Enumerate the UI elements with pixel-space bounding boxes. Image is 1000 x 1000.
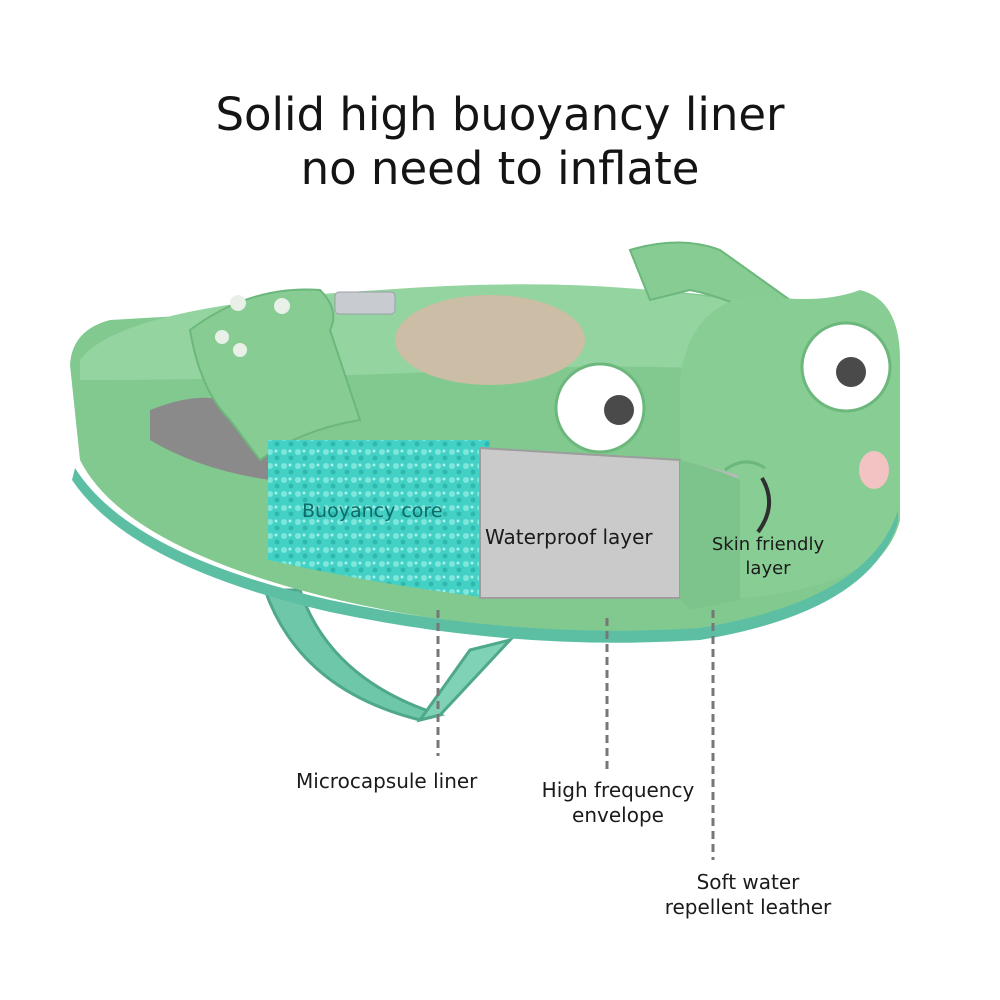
label-high-frequency-line-2: envelope — [572, 803, 664, 827]
label-skin-friendly: Skin friendly layer — [698, 533, 838, 581]
bottom-strap-right — [416, 637, 515, 723]
label-soft-water: Soft water repellent leather — [650, 870, 846, 920]
label-waterproof-layer: Waterproof layer — [485, 525, 653, 549]
label-soft-water-line-2: repellent leather — [664, 895, 832, 919]
label-high-frequency: High frequency envelope — [528, 778, 708, 828]
skin-friendly-layer — [680, 460, 740, 610]
buoyancy-core — [268, 440, 490, 598]
frog-smile — [756, 476, 771, 534]
label-skin-friendly-line-1: Skin friendly — [711, 534, 825, 555]
back-cushion — [395, 295, 585, 385]
frog-cheek — [859, 451, 889, 489]
label-skin-friendly-line-2: layer — [745, 558, 791, 579]
label-soft-water-line-1: Soft water — [696, 870, 800, 894]
left-strap — [188, 288, 362, 462]
label-microcapsule-liner: Microcapsule liner — [296, 769, 478, 793]
headline: Solid high buoyancy liner no need to inf… — [0, 88, 1000, 196]
label-buoyancy-core: Buoyancy core — [302, 500, 443, 522]
frog-eye-left — [554, 362, 646, 454]
headline-line-1: Solid high buoyancy liner — [215, 88, 785, 141]
label-high-frequency-line-1: High frequency — [541, 778, 695, 802]
headline-line-2: no need to inflate — [300, 142, 700, 195]
buckle — [334, 291, 396, 315]
